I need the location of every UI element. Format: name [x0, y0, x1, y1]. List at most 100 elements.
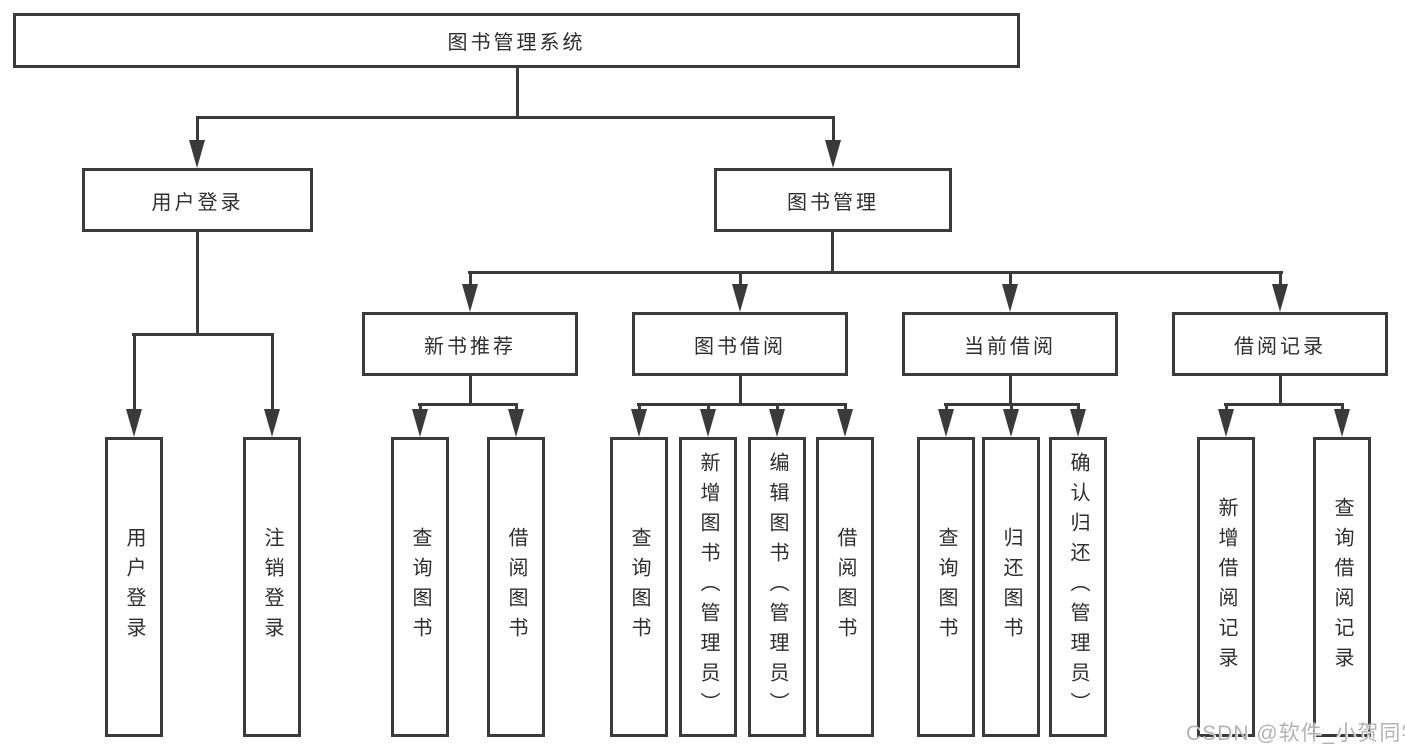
node-borrowing-records-label: 借阅记录	[1234, 335, 1326, 358]
arrow-to-book-borrowing	[732, 271, 748, 312]
arrow-down-icon	[264, 409, 280, 437]
arrow-down-icon	[837, 409, 853, 437]
arrow-down-icon	[1003, 409, 1019, 437]
node-book-management-label: 图书管理	[787, 191, 879, 214]
node-user-login-label: 用户登录	[151, 191, 244, 214]
arrow-to-new-book-recommend	[462, 271, 478, 312]
node-current-borrowing: 当前借阅	[902, 312, 1118, 376]
arrow-down-icon	[700, 409, 716, 437]
arrow-down-icon	[631, 409, 647, 437]
arrow-to-current-borrowing	[1002, 271, 1018, 312]
arrow-stub	[944, 403, 948, 410]
arrow-stub	[831, 116, 835, 141]
arrow-to-leaf-borrow-books-1	[508, 403, 524, 437]
arrow-to-borrowing-records	[1272, 271, 1288, 312]
leaf-confirm-return-admin: 确认归还（管理员）	[1049, 437, 1107, 737]
node-book-borrowing: 图书借阅	[632, 312, 848, 376]
leaf-return-books: 归还图书	[982, 437, 1040, 737]
leaf-confirm-return-admin-label: 确认归还（管理员）	[1067, 452, 1089, 722]
arrow-to-leaf-query-borrow-record	[1334, 403, 1350, 437]
connector-user-login-hline	[132, 333, 274, 336]
leaf-borrow-books-2: 借阅图书	[816, 437, 874, 737]
arrow-down-icon	[825, 140, 841, 168]
leaf-add-borrow-record: 新增借阅记录	[1197, 437, 1255, 737]
arrow-stub	[1224, 403, 1228, 410]
arrow-to-leaf-add-books	[700, 403, 716, 437]
arrow-to-leaf-confirm-return	[1070, 403, 1086, 437]
connector-book-borrowing-hline	[637, 403, 847, 406]
arrow-stub	[706, 403, 710, 410]
leaf-add-books-admin: 新增图书（管理员）	[679, 437, 737, 737]
node-user-login: 用户登录	[82, 168, 313, 232]
arrow-to-leaf-add-borrow-record	[1218, 403, 1234, 437]
connector-root-vline	[516, 66, 519, 119]
connector-new-book-hline	[418, 403, 518, 406]
node-root-label: 图书管理系统	[447, 32, 586, 54]
arrow-down-icon	[126, 409, 142, 437]
leaf-return-books-label: 归还图书	[1000, 527, 1022, 647]
arrow-stub	[468, 271, 472, 285]
arrow-stub	[132, 333, 136, 410]
leaf-edit-books-admin-label: 编辑图书（管理员）	[766, 452, 788, 722]
connector-book-borrowing-vline	[739, 376, 742, 404]
arrow-down-icon	[462, 284, 478, 312]
arrow-to-leaf-edit-books	[769, 403, 785, 437]
arrow-to-leaf-query-books-2	[631, 403, 647, 437]
leaf-borrow-books-1: 借阅图书	[487, 437, 545, 737]
arrow-stub	[514, 403, 518, 410]
leaf-query-books-1-label: 查询图书	[409, 527, 431, 647]
leaf-logout-label: 注销登录	[261, 527, 283, 647]
leaf-query-books-3: 查询图书	[917, 437, 975, 737]
leaf-query-books-2: 查询图书	[610, 437, 668, 737]
arrow-stub	[1278, 271, 1282, 285]
arrow-to-book-management	[825, 116, 841, 168]
leaf-add-books-admin-label: 新增图书（管理员）	[697, 452, 719, 722]
arrow-to-leaf-return-books	[1003, 403, 1019, 437]
arrow-to-user-login	[189, 116, 205, 168]
arrow-to-leaf-query-books-3	[938, 403, 954, 437]
arrow-down-icon	[189, 140, 205, 168]
connector-borrowing-records-vline	[1279, 376, 1282, 404]
connector-root-hline	[196, 116, 835, 119]
node-new-book-recommend: 新书推荐	[362, 312, 578, 376]
arrow-down-icon	[1002, 284, 1018, 312]
arrow-stub	[1009, 403, 1013, 410]
leaf-user-login: 用户登录	[105, 437, 163, 737]
leaf-query-borrow-record-label: 查询借阅记录	[1331, 497, 1353, 677]
node-root: 图书管理系统	[13, 13, 1020, 68]
leaf-query-books-2-label: 查询图书	[628, 527, 650, 647]
node-book-management: 图书管理	[714, 168, 952, 232]
arrow-stub	[843, 403, 847, 410]
leaf-borrow-books-1-label: 借阅图书	[505, 527, 527, 647]
arrow-stub	[1076, 403, 1080, 410]
leaf-borrow-books-2-label: 借阅图书	[834, 527, 856, 647]
arrow-down-icon	[412, 409, 428, 437]
arrow-stub	[1008, 271, 1012, 285]
node-book-borrowing-label: 图书借阅	[694, 335, 786, 358]
arrow-stub	[738, 271, 742, 285]
connector-book-mgmt-hline	[468, 271, 1283, 274]
connector-book-mgmt-vline	[831, 232, 834, 273]
leaf-user-login-label: 用户登录	[123, 527, 145, 647]
leaf-query-borrow-record: 查询借阅记录	[1313, 437, 1371, 737]
arrow-to-leaf-borrow-books-2	[837, 403, 853, 437]
connector-borrowing-records-hline	[1224, 403, 1344, 406]
arrow-down-icon	[1218, 409, 1234, 437]
connector-user-login-vline	[196, 232, 199, 334]
leaf-add-borrow-record-label: 新增借阅记录	[1215, 497, 1237, 677]
arrow-down-icon	[508, 409, 524, 437]
leaf-logout: 注销登录	[243, 437, 301, 737]
arrow-to-leaf-query-books-1	[412, 403, 428, 437]
node-current-borrowing-label: 当前借阅	[964, 335, 1056, 358]
leaf-query-books-3-label: 查询图书	[935, 527, 957, 647]
arrow-stub	[637, 403, 641, 410]
node-new-book-recommend-label: 新书推荐	[424, 335, 516, 358]
arrow-to-leaf-logout	[264, 333, 280, 437]
leaf-query-books-1: 查询图书	[391, 437, 449, 737]
node-borrowing-records: 借阅记录	[1172, 312, 1388, 376]
arrow-stub	[195, 116, 199, 141]
csdn-watermark: CSDN @软件_小贺同学	[1186, 722, 1405, 745]
arrow-down-icon	[938, 409, 954, 437]
arrow-down-icon	[1334, 409, 1350, 437]
